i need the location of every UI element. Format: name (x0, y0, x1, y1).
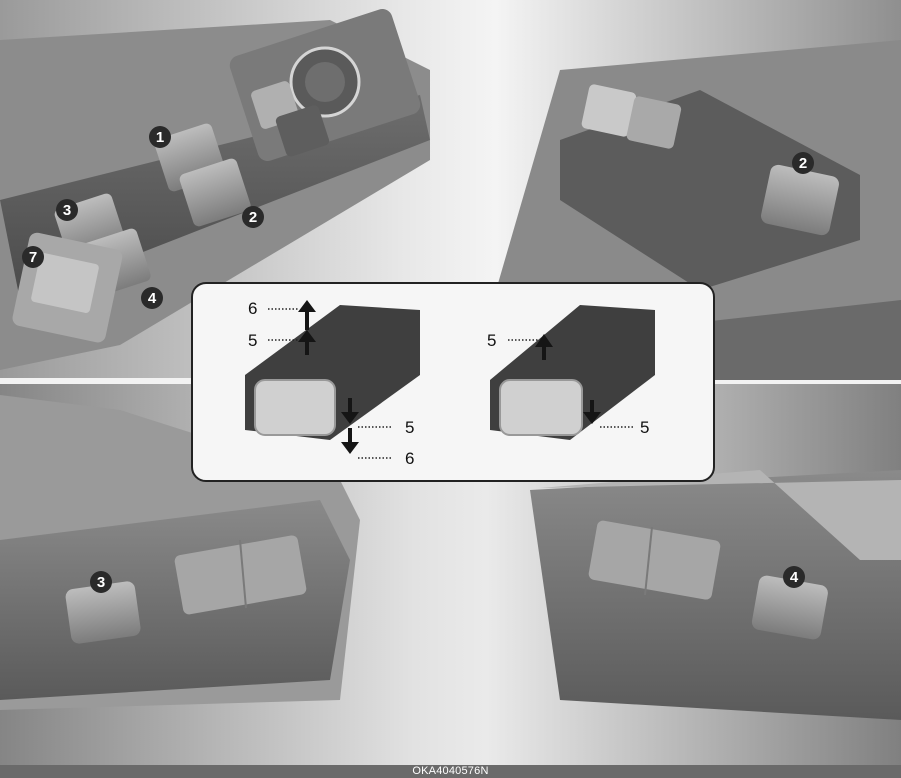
inset-right-label-5-bottom: 5 (640, 418, 649, 437)
svg-text:3: 3 (97, 574, 105, 591)
inset-right-label-5-top: 5 (487, 331, 496, 350)
svg-text:2: 2 (249, 209, 257, 226)
svg-text:3: 3 (63, 202, 71, 219)
svg-text:1: 1 (156, 129, 164, 146)
svg-text:4: 4 (148, 290, 157, 307)
inset-left-label-6-bottom: 6 (405, 449, 414, 468)
callout-3-rear-left: 3 (90, 571, 112, 593)
inset-left-label-5-top: 5 (248, 331, 257, 350)
inset-left-label-5-bottom: 5 (405, 418, 414, 437)
operation-inset: 6 5 5 6 5 5 (192, 283, 714, 481)
rear-right-door (530, 470, 901, 720)
svg-text:2: 2 (799, 155, 807, 172)
inset-left-label-6-top: 6 (248, 299, 257, 318)
callout-7: 7 (22, 246, 44, 268)
callout-4-driver: 4 (141, 287, 163, 309)
svg-text:7: 7 (29, 249, 37, 266)
callout-2-passenger: 2 (792, 152, 814, 174)
inset-right-switch (500, 380, 582, 435)
callout-3-driver: 3 (56, 199, 78, 221)
svg-text:4: 4 (790, 569, 799, 586)
callout-4-rear-right: 4 (783, 566, 805, 588)
image-code: OKA4040576N (0, 765, 901, 778)
callout-2-driver: 2 (242, 206, 264, 228)
callout-1: 1 (149, 126, 171, 148)
inset-left-switch (255, 380, 335, 435)
